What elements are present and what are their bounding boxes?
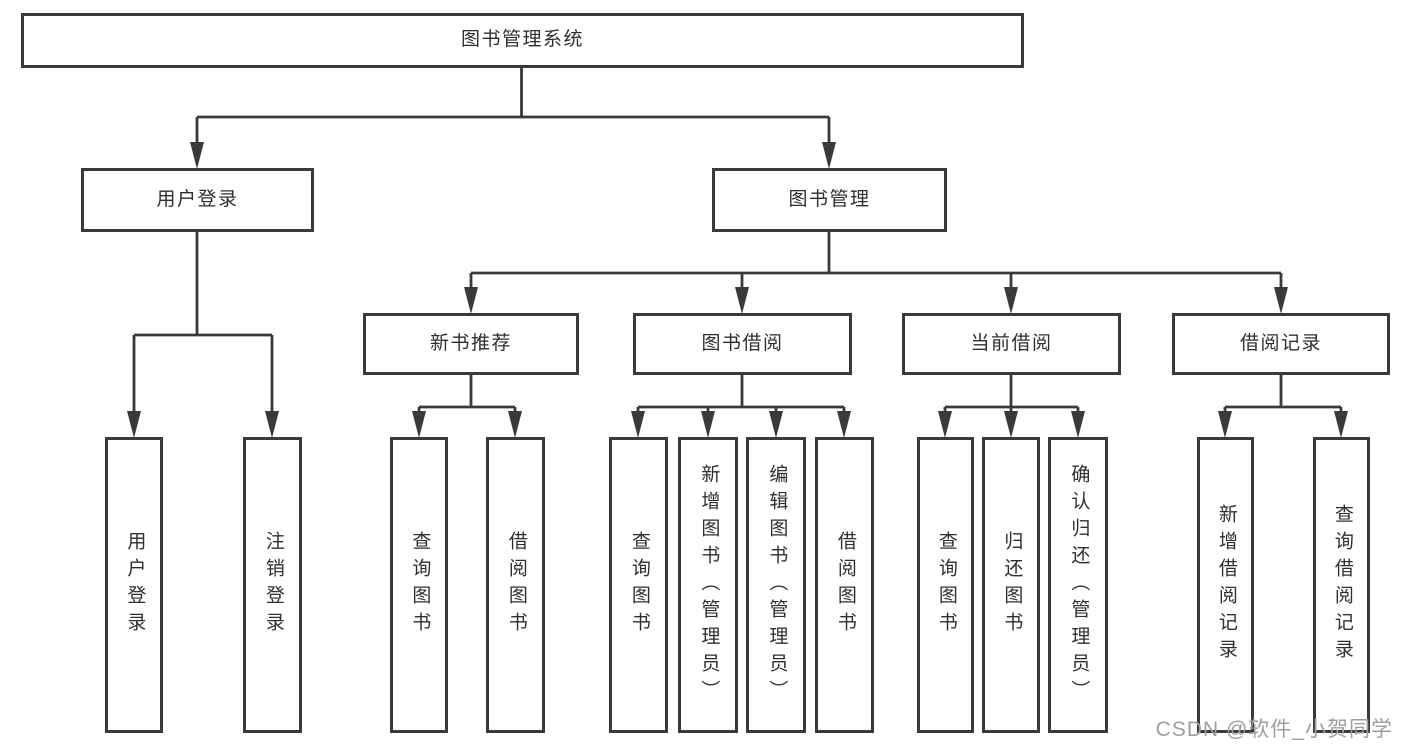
node-system-root: 图书管理系统 [21, 13, 1024, 68]
node-leaf-user-login: 用户登录 [105, 437, 163, 733]
node-leaf-add-book-admin: 新增图书（管理员） [678, 437, 738, 733]
node-leaf-query-book-1: 查询图书 [390, 437, 448, 733]
node-borrow-records: 借阅记录 [1172, 313, 1390, 375]
arrowheads [127, 142, 1348, 438]
node-leaf-query-borrow-record: 查询借阅记录 [1313, 437, 1370, 733]
node-leaf-confirm-return-admin: 确认归还（管理员） [1048, 437, 1108, 733]
node-book-borrow: 图书借阅 [633, 313, 852, 375]
node-leaf-edit-book-admin: 编辑图书（管理员） [746, 437, 806, 733]
node-leaf-borrow-book-1: 借阅图书 [486, 437, 545, 733]
node-leaf-borrow-book-2: 借阅图书 [815, 437, 874, 733]
node-leaf-logout: 注销登录 [243, 437, 302, 733]
csdn-watermark: CSDN @软件_小贺同学 [1155, 718, 1393, 741]
node-leaf-query-book-3: 查询图书 [917, 437, 974, 733]
node-leaf-return-book: 归还图书 [982, 437, 1040, 733]
node-current-borrow: 当前借阅 [902, 313, 1121, 375]
node-book-management: 图书管理 [712, 168, 947, 232]
node-user-login: 用户登录 [81, 168, 314, 232]
node-new-book-recommend: 新书推荐 [363, 313, 579, 375]
node-leaf-add-borrow-record: 新增借阅记录 [1197, 437, 1254, 733]
node-leaf-query-book-2: 查询图书 [609, 437, 668, 733]
